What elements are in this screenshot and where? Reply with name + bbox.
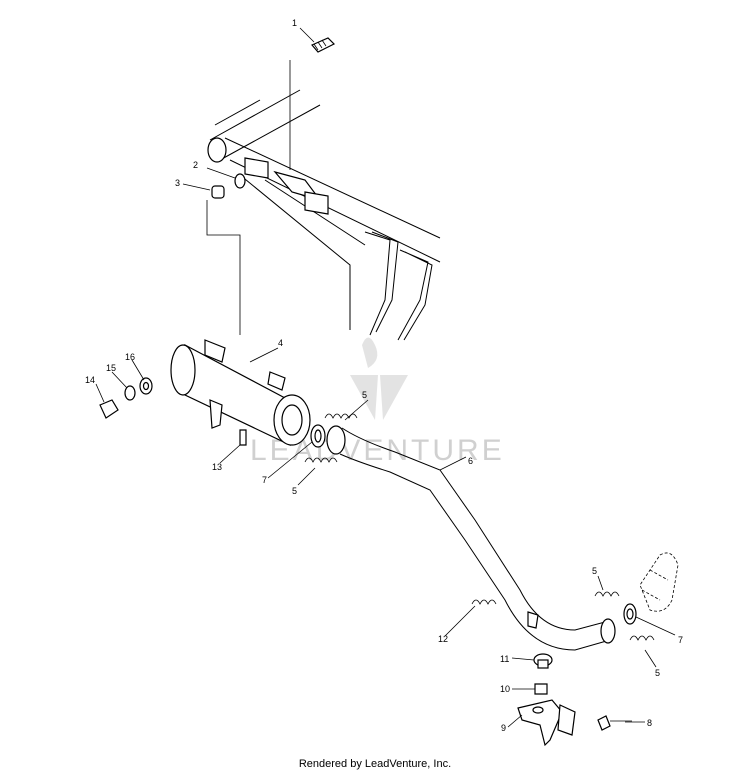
callout-5b: 5 <box>292 486 297 496</box>
washer-part-16 <box>139 377 153 395</box>
callout-5c: 5 <box>592 566 597 576</box>
callout-6: 6 <box>468 456 473 466</box>
engine-manifold-outline <box>639 552 679 612</box>
bolt-part-8 <box>597 715 632 731</box>
callout-9: 9 <box>501 723 506 733</box>
spring-part-5-upper <box>324 413 358 419</box>
callout-3: 3 <box>175 178 180 188</box>
callout-2: 2 <box>193 160 198 170</box>
callout-12: 12 <box>438 634 448 644</box>
head-pipe-part-6 <box>326 425 616 651</box>
grommet-part-2 <box>234 173 246 189</box>
nut-part-10 <box>534 683 548 695</box>
frame <box>207 89 441 341</box>
bolt-part-1 <box>311 37 336 53</box>
callout-10: 10 <box>500 684 510 694</box>
spring-part-12 <box>471 599 497 605</box>
callout-15: 15 <box>106 363 116 373</box>
spring-part-5-right-upper <box>594 591 620 597</box>
footer-credit: Rendered by LeadVenture, Inc. <box>298 758 452 770</box>
grommet-part-11 <box>533 653 553 669</box>
callout-16: 16 <box>125 352 135 362</box>
seal-part-7-right <box>623 603 637 625</box>
bracket-part-9 <box>517 699 576 747</box>
screw-part-13 <box>239 429 247 446</box>
nut-part-14 <box>99 399 119 419</box>
washer-part-15 <box>124 385 136 401</box>
callout-11: 11 <box>500 654 509 664</box>
callout-7b: 7 <box>678 635 683 645</box>
assembly-line <box>206 60 291 335</box>
callout-8: 8 <box>647 718 652 728</box>
callout-7a: 7 <box>262 475 267 485</box>
seal-part-7-left <box>310 424 326 448</box>
callout-1: 1 <box>292 18 297 28</box>
spring-part-5-lower <box>304 457 338 463</box>
leader-lines <box>95 27 676 728</box>
callout-14: 14 <box>85 375 95 385</box>
callout-4: 4 <box>278 338 283 348</box>
callout-13: 13 <box>212 462 222 472</box>
muffler-part-4 <box>170 339 311 447</box>
callout-5d: 5 <box>655 668 660 678</box>
spring-part-5-right-lower <box>629 635 655 641</box>
callout-5a: 5 <box>362 390 367 400</box>
spacer-part-3 <box>211 185 225 199</box>
